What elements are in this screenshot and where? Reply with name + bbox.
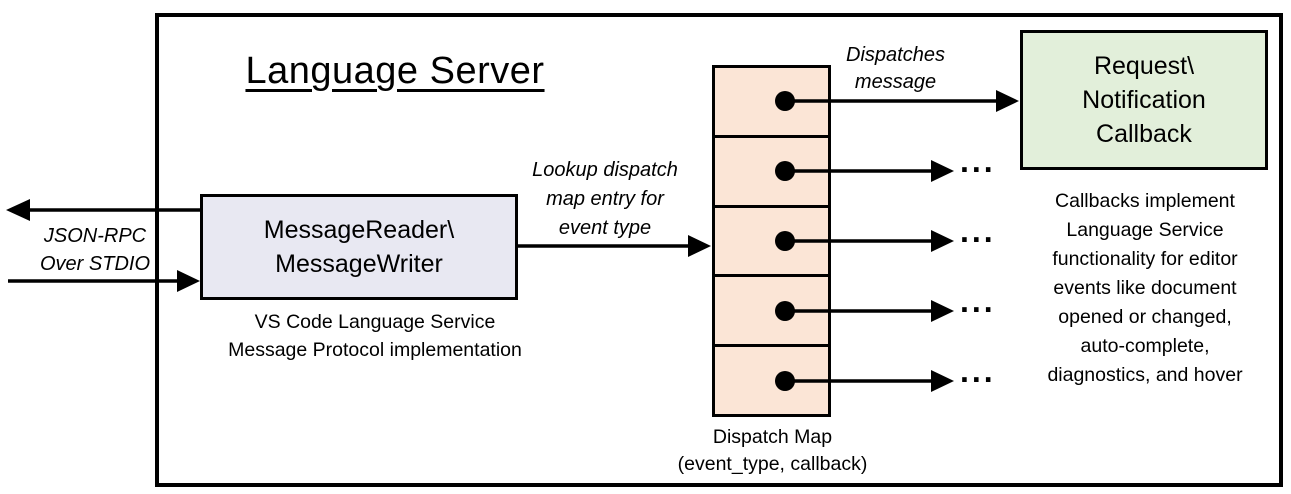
more-callbacks-ellipsis: ... bbox=[960, 143, 996, 179]
diagram-title: Language Server bbox=[245, 50, 545, 92]
language-server-boundary-box bbox=[155, 13, 1283, 487]
more-callbacks-ellipsis: ... bbox=[960, 353, 996, 389]
dispatch-map-cell bbox=[715, 344, 828, 414]
request-notification-callback-box: Request\ Notification Callback bbox=[1020, 30, 1268, 170]
message-reader-writer-box: MessageReader\ MessageWriter bbox=[200, 194, 518, 300]
more-callbacks-ellipsis: ... bbox=[960, 283, 996, 319]
callbacks-note: Callbacks implement Language Service fun… bbox=[1047, 190, 1243, 386]
left-arrowhead-icon bbox=[6, 199, 30, 221]
json-rpc-stdio-label: JSON-RPC Over STDIO bbox=[39, 225, 150, 275]
dispatch-map-cell bbox=[715, 274, 828, 345]
dispatch-map-cell bbox=[715, 204, 828, 275]
dispatch-map bbox=[712, 65, 831, 417]
dispatch-map-caption: Dispatch Map (event_type, callback) bbox=[677, 426, 868, 475]
message-reader-writer-caption: VS Code Language Service Message Protoco… bbox=[228, 311, 522, 361]
dispatch-map-cell bbox=[715, 68, 828, 135]
dispatches-message-label: Dispatches message bbox=[846, 44, 945, 93]
lookup-dispatch-label: Lookup dispatch map entry for event type bbox=[532, 159, 678, 239]
more-callbacks-ellipsis: ... bbox=[960, 213, 996, 249]
dispatch-map-cell bbox=[715, 134, 828, 205]
